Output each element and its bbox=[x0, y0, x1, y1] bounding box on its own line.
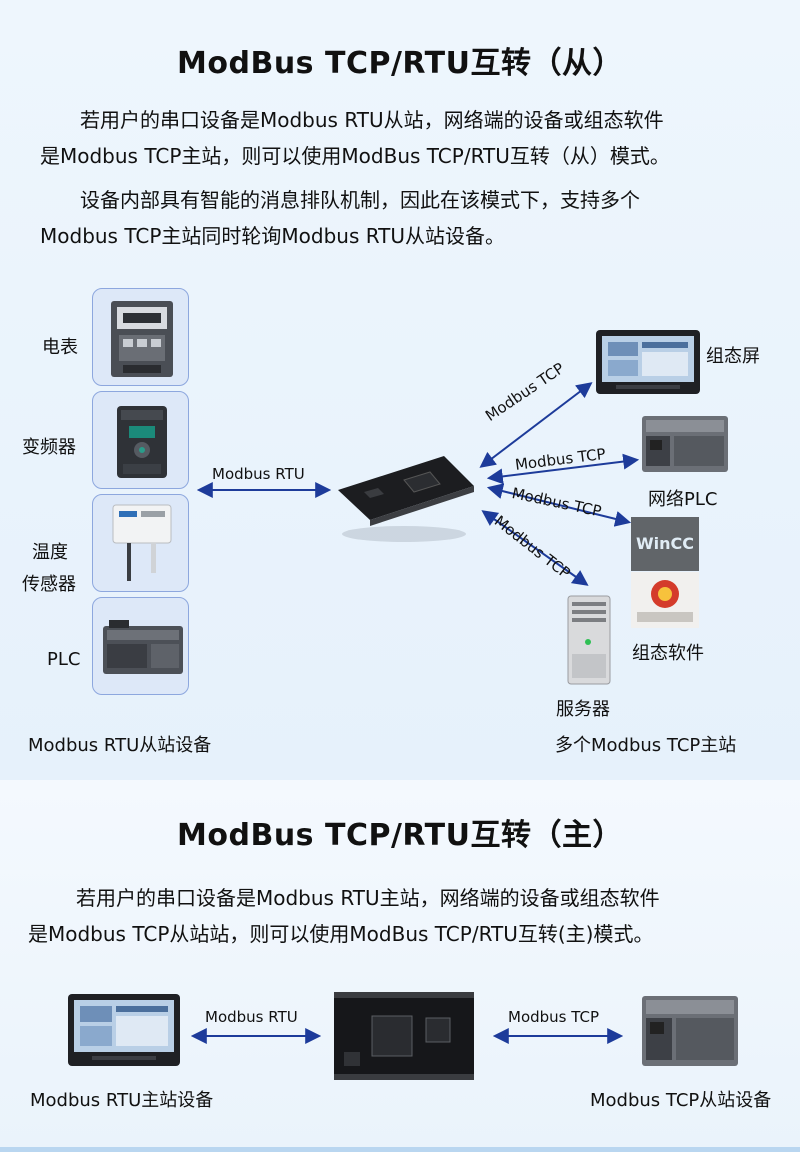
label-hmi: 组态屏 bbox=[706, 346, 760, 367]
inverter-device-box bbox=[92, 391, 189, 489]
label-inverter: 变频器 bbox=[22, 437, 76, 458]
tcp-arrow-software bbox=[486, 483, 632, 527]
label-sensor: 传感器 bbox=[22, 574, 76, 595]
master-connection-arrows bbox=[190, 1028, 624, 1044]
master-tcp-label: Modbus TCP bbox=[508, 1008, 600, 1026]
connection-arrows bbox=[196, 382, 640, 586]
para2-line2: Modbus TCP主站同时轮询Modbus RTU从站设备。 bbox=[40, 224, 506, 248]
master-mode-section: ModBus TCP/RTU互转（主） 若用户的串口设备是Modbus RTU主… bbox=[0, 780, 800, 1152]
tcp-arrow-plc bbox=[486, 453, 640, 485]
para1-line2: 是Modbus TCP主站，则可以使用ModBus TCP/RTU互转（从）模式… bbox=[40, 144, 670, 168]
slave-mode-description: 若用户的串口设备是Modbus RTU从站，网络端的设备或组态软件 是Modbu… bbox=[40, 102, 760, 174]
label-server: 服务器 bbox=[556, 699, 610, 720]
master-rtu-label: Modbus RTU bbox=[205, 1008, 298, 1026]
master-hmi-icon bbox=[68, 994, 180, 1066]
temp-sensor-device-box bbox=[92, 494, 189, 592]
slave-mode-title: ModBus TCP/RTU互转（从） bbox=[177, 46, 623, 81]
right-caption: 多个Modbus TCP主站 bbox=[555, 735, 737, 756]
slave-mode-queue-description: 设备内部具有智能的消息排队机制，因此在该模式下，支持多个 Modbus TCP主… bbox=[40, 182, 760, 254]
master-para-line2: 是Modbus TCP从站站，则可以使用ModBus TCP/RTU互转(主)模… bbox=[28, 922, 654, 946]
label-temperature: 温度 bbox=[32, 542, 68, 563]
hmi-screen-icon bbox=[596, 330, 700, 394]
electric-meter-icon bbox=[111, 301, 173, 377]
plc-icon bbox=[103, 620, 183, 674]
tcp-arrow-server bbox=[481, 510, 589, 586]
scada-software-icon bbox=[631, 572, 699, 628]
wincc-logo-text: WinCC bbox=[636, 534, 694, 553]
para1-line1: 若用户的串口设备是Modbus RTU从站，网络端的设备或组态软件 bbox=[80, 108, 664, 132]
label-plc: PLC bbox=[47, 649, 81, 670]
label-scada-software: 组态软件 bbox=[632, 643, 704, 664]
master-gateway-board-icon bbox=[334, 992, 474, 1080]
master-right-caption: Modbus TCP从站设备 bbox=[590, 1090, 772, 1111]
server-icon bbox=[567, 595, 611, 685]
master-left-caption: Modbus RTU主站设备 bbox=[30, 1090, 214, 1111]
master-para-line1: 若用户的串口设备是Modbus RTU主站，网络端的设备或组态软件 bbox=[76, 886, 660, 910]
label-network-plc: 网络PLC bbox=[648, 489, 718, 510]
inverter-icon bbox=[117, 406, 167, 478]
master-plc-icon bbox=[642, 996, 738, 1066]
master-mode-title: ModBus TCP/RTU互转（主） bbox=[177, 818, 623, 853]
rtu-link-label: Modbus RTU bbox=[212, 465, 305, 483]
tcp-arrow-hmi bbox=[479, 382, 593, 468]
plc-device-box bbox=[92, 597, 189, 695]
slave-mode-section: ModBus TCP/RTU互转（从） 若用户的串口设备是Modbus RTU从… bbox=[0, 0, 800, 780]
label-electric-meter: 电表 bbox=[42, 337, 78, 358]
gateway-board-icon bbox=[338, 456, 474, 542]
wincc-icon: WinCC bbox=[631, 517, 699, 571]
left-caption: Modbus RTU从站设备 bbox=[28, 735, 212, 756]
temperature-sensor-icon bbox=[112, 504, 172, 581]
para2-line1: 设备内部具有智能的消息排队机制，因此在该模式下，支持多个 bbox=[80, 188, 640, 212]
network-plc-icon bbox=[642, 416, 728, 472]
meter-device-box bbox=[92, 288, 189, 386]
master-mode-description: 若用户的串口设备是Modbus RTU主站，网络端的设备或组态软件 是Modbu… bbox=[28, 880, 748, 952]
